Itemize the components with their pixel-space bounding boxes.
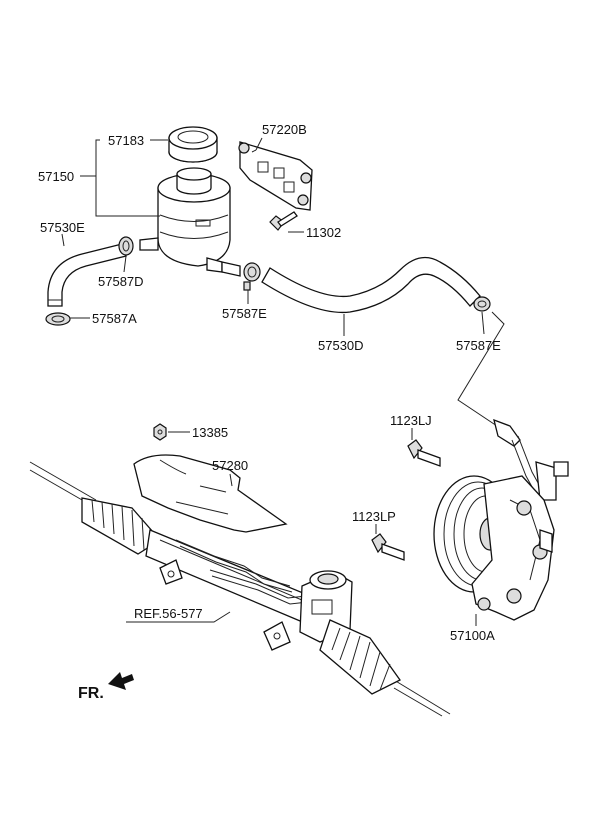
heat-shield-57280 bbox=[133, 454, 288, 533]
label-1123LP: 1123LP bbox=[352, 509, 396, 524]
label-1123LJ: 1123LJ bbox=[390, 413, 432, 428]
pressure-hose bbox=[457, 311, 569, 501]
clamp-57587E-right bbox=[473, 296, 491, 312]
label-57183: 57183 bbox=[108, 133, 144, 148]
bolt-11302 bbox=[269, 211, 298, 231]
label-57587A: 57587A bbox=[92, 311, 137, 326]
bolt-1123LJ bbox=[407, 439, 441, 467]
reservoir-cap bbox=[168, 126, 218, 163]
label-57587D: 57587D bbox=[98, 274, 144, 289]
bolt-1123LP bbox=[371, 533, 405, 561]
reservoir-bracket bbox=[238, 141, 313, 211]
label-13385: 13385 bbox=[192, 425, 228, 440]
suction-hose-57530E bbox=[47, 243, 127, 307]
steering-gear bbox=[29, 461, 451, 717]
label-57100A: 57100A bbox=[450, 628, 495, 643]
label-57220B: 57220B bbox=[262, 122, 307, 137]
label-57587E-right: 57587E bbox=[456, 338, 501, 353]
nut-13385 bbox=[153, 423, 167, 441]
return-hose-57530D bbox=[221, 256, 481, 314]
leader-lines bbox=[61, 137, 485, 626]
clamp-57587E-left bbox=[243, 262, 261, 291]
reservoir-tank bbox=[139, 167, 231, 273]
label-57530D: 57530D bbox=[318, 338, 364, 353]
label-front-direction: FR. bbox=[78, 685, 104, 702]
label-11302: 11302 bbox=[306, 225, 341, 240]
front-direction-arrow-icon bbox=[108, 672, 134, 690]
clamp-57587A bbox=[45, 312, 71, 326]
label-57587E-left: 57587E bbox=[222, 306, 267, 321]
clamp-57587D bbox=[118, 236, 134, 256]
power-steering-pump bbox=[433, 475, 555, 621]
label-57150: 57150 bbox=[38, 169, 74, 184]
label-57280: 57280 bbox=[212, 458, 248, 473]
label-ref-56-577: REF.56-577 bbox=[134, 606, 203, 621]
label-57530E: 57530E bbox=[40, 220, 85, 235]
